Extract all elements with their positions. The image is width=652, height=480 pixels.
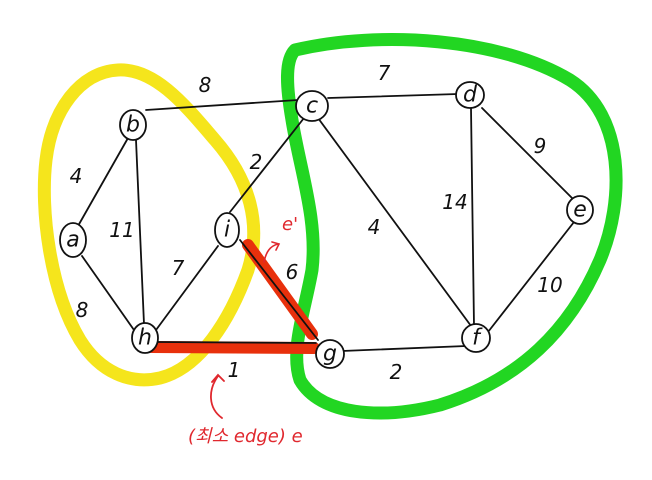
edge-c-f: [317, 117, 475, 331]
edge-b-c: [145, 99, 299, 111]
node-a: [59, 222, 87, 258]
node-h: [131, 322, 159, 354]
node-b-label: b: [126, 113, 140, 138]
min-edge-label: (최소 edge) e: [188, 426, 303, 447]
edge-c-d: [327, 93, 459, 99]
edge-g-f: [341, 345, 467, 352]
node-c: [295, 90, 329, 122]
node-d: [455, 81, 485, 109]
e-prime-arrow: [263, 241, 281, 263]
weight-b-c: 8: [199, 73, 212, 97]
edge-d-e: [481, 107, 575, 201]
edge-i-c: [229, 117, 305, 213]
edge-i-g: [239, 239, 319, 341]
e-prime-label: e': [282, 214, 298, 235]
node-h-label: h: [138, 326, 152, 351]
weight-h-g: 1: [228, 358, 241, 382]
weight-e-f: 10: [537, 273, 562, 297]
edge-d-f: [470, 107, 475, 327]
node-b: [119, 109, 147, 141]
edge-h-g: [155, 341, 317, 344]
weight-i-g: 6: [286, 260, 299, 284]
weight-i-c: 2: [250, 150, 263, 174]
edge-a-b: [77, 137, 129, 227]
node-f-label: f: [472, 326, 483, 351]
highlight-edge-h-g: [146, 341, 320, 354]
weight-d-e: 9: [534, 134, 547, 158]
node-e-label: e: [573, 198, 587, 223]
weight-d-f: 14: [442, 190, 467, 214]
node-g: [315, 339, 345, 369]
node-f: [461, 323, 491, 353]
green-region-outline: [280, 33, 623, 420]
weight-h-i: 7: [172, 256, 185, 280]
edge-a-h: [81, 255, 135, 331]
edge-b-h: [135, 139, 145, 325]
node-i: [214, 212, 240, 248]
yellow-region-outline: [37, 63, 261, 387]
weight-a-b: 4: [70, 164, 83, 188]
weight-a-h: 8: [76, 298, 89, 322]
node-e: [566, 195, 594, 225]
weight-c-d: 7: [378, 61, 391, 85]
min-edge-arrow: [210, 373, 225, 419]
weight-g-f: 2: [390, 360, 403, 384]
weight-b-h: 11: [109, 218, 134, 242]
node-d-label: d: [463, 83, 478, 108]
node-c-label: c: [306, 94, 318, 119]
node-g-label: g: [323, 342, 337, 367]
edge-h-i: [155, 245, 219, 331]
node-a-label: a: [66, 228, 79, 253]
edge-e-f: [487, 221, 575, 333]
node-i-label: i: [224, 218, 230, 243]
weight-c-f: 4: [368, 215, 381, 239]
